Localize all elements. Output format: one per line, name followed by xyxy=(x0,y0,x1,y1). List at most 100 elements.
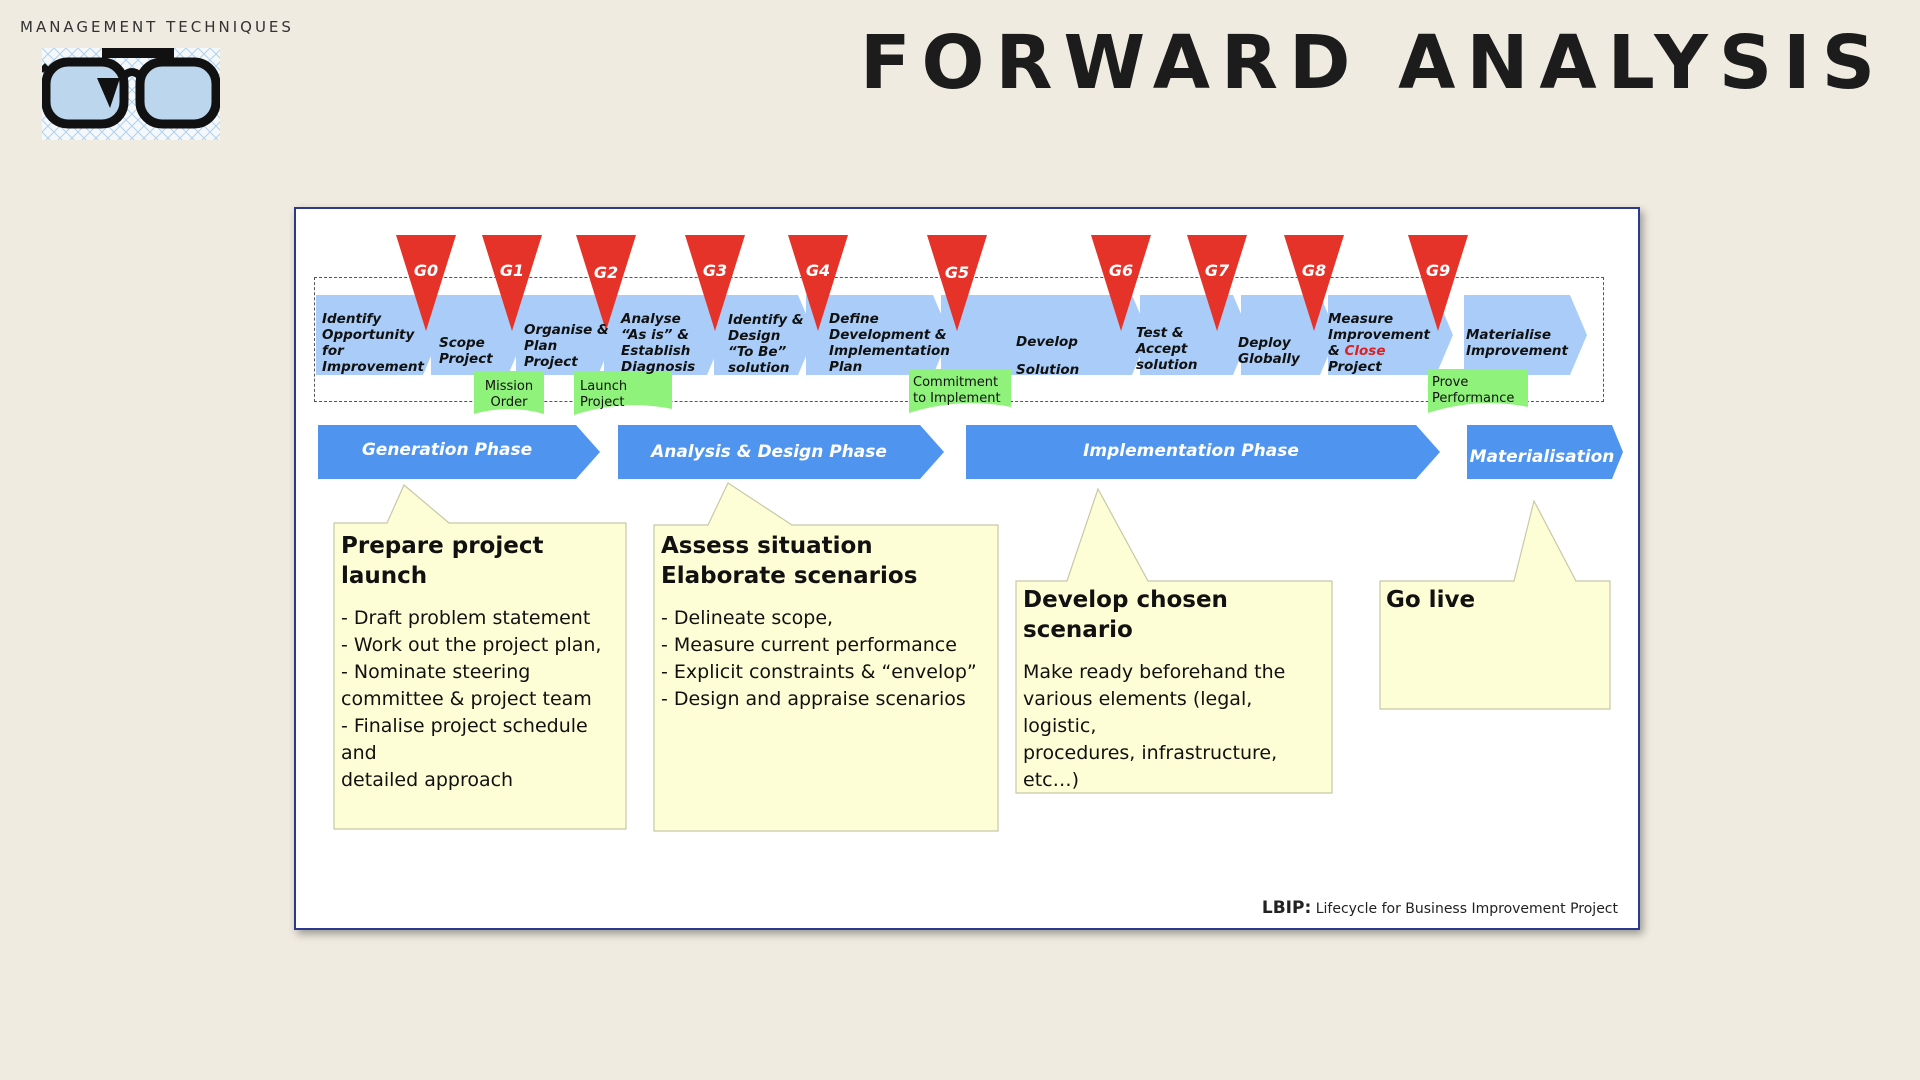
phase-arrow-0 xyxy=(318,425,600,479)
gate-label-4: G4 xyxy=(805,261,831,280)
gate-label-2: G2 xyxy=(593,263,619,282)
note-prepare-launch: Prepare project launch - Draft problem s… xyxy=(341,531,623,794)
note-1-body: - Delineate scope,- Measure current perf… xyxy=(661,605,996,713)
step-label-5-line-0: Define xyxy=(829,311,879,327)
step-9-line-3: Project xyxy=(1328,359,1382,375)
phase-arrow-3 xyxy=(1467,425,1623,479)
step-label-7-line-1: Accept xyxy=(1136,341,1188,357)
phase-label-2: Implementation Phase xyxy=(1083,441,1299,461)
note-1-title-line-1: Elaborate scenarios xyxy=(661,563,918,589)
gate-label-3: G3 xyxy=(702,261,728,280)
step-9-line-0: Measure xyxy=(1328,311,1394,327)
step-9-line-2: & Close xyxy=(1328,343,1430,359)
milestone-label-0-line-0: Mission xyxy=(484,379,534,394)
milestone-label-3-line-0: Prove xyxy=(1432,375,1469,390)
note-1-body-line-2: - Explicit constraints & “envelop” xyxy=(661,661,977,683)
phase-label-3: Materialisation xyxy=(1469,447,1615,467)
step-label-6: Develop Solution xyxy=(1016,335,1079,377)
milestone-label-2-line-1: to Implement xyxy=(913,391,1001,406)
step-label-4-line-0: Identify & xyxy=(728,312,804,328)
milestone-label-1-line-1: Project xyxy=(580,395,625,410)
step-9-line-1: Improvement xyxy=(1328,327,1430,343)
note-2-body-line-0: Make ready beforehand the xyxy=(1023,661,1286,683)
step-label-0-line-3: Improvement xyxy=(322,359,424,375)
callout-note-0 xyxy=(333,484,627,830)
step-chevron-5 xyxy=(806,295,950,375)
step-label-4-line-2: “To Be” xyxy=(728,344,787,360)
note-0-body-line-5: detailed approach xyxy=(341,769,514,791)
gate-label-7: G7 xyxy=(1204,261,1230,280)
step-label-1-line-1: Project xyxy=(439,351,493,367)
step-label-0-line-0: Identify xyxy=(322,311,382,327)
step-label-7-line-2: solution xyxy=(1136,357,1198,373)
phase-arrow-2 xyxy=(966,425,1440,479)
note-0-body-line-1: - Work out the project plan, xyxy=(341,634,602,656)
step-chevron-10 xyxy=(1464,295,1587,375)
step-label-0-line-2: for xyxy=(322,343,344,359)
step-label-10-line-0: Materialise xyxy=(1466,327,1551,343)
step-chevron-0 xyxy=(316,295,440,375)
step-label-3-line-2: Establish xyxy=(621,343,691,359)
step-label-6-line-2: Solution xyxy=(1016,362,1080,378)
gate-marker-4 xyxy=(788,235,848,331)
step-chevron-2 xyxy=(516,295,615,375)
milestone-flag-3 xyxy=(1428,369,1528,413)
phase-label-1: Analysis & Design Phase xyxy=(651,442,887,462)
milestone-label-1-line-0: Launch xyxy=(580,379,628,394)
gate-label-0: G0 xyxy=(413,261,439,280)
page-title: FORWARD ANALYSIS xyxy=(860,20,1886,106)
step-label-2-line-0: Organise & xyxy=(524,322,609,338)
note-0-body: - Draft problem statement- Work out the … xyxy=(341,605,623,794)
gate-marker-2 xyxy=(576,235,636,331)
gate-marker-6 xyxy=(1091,235,1151,331)
step-label-10-line-1: Improvement xyxy=(1466,343,1568,359)
note-0-body-line-4: - Finalise project schedule and xyxy=(341,715,588,764)
step-label-4-line-1: Design xyxy=(728,328,781,344)
step-label-8-line-1: Globally xyxy=(1238,351,1300,367)
callout-note-1 xyxy=(653,482,999,832)
step-9-amp: & xyxy=(1328,343,1345,359)
brand-label: MANAGEMENT TECHNIQUES xyxy=(20,18,294,36)
note-1-body-line-3: - Design and appraise scenarios xyxy=(661,688,966,710)
gate-label-5: G5 xyxy=(944,263,970,282)
step-label-7-line-0: Test & xyxy=(1136,325,1184,341)
note-1-title-line-0: Assess situation xyxy=(661,533,873,559)
step-label-5-line-1: Development & xyxy=(829,327,947,343)
gate-marker-1 xyxy=(482,235,542,331)
gate-marker-9 xyxy=(1408,235,1468,331)
step-label-6-line-1 xyxy=(1016,349,1079,363)
gate-marker-8 xyxy=(1284,235,1344,331)
step-9-close-highlight: Close xyxy=(1344,343,1386,359)
step-label-2-line-1: Plan xyxy=(524,338,558,354)
gate-label-1: G1 xyxy=(499,261,525,280)
lbip-footer: LBIP: Lifecycle for Business Improvement… xyxy=(1262,898,1618,918)
note-3-title: Go live xyxy=(1386,587,1476,613)
step-label-4-line-3: solution xyxy=(728,360,790,376)
gate-marker-0 xyxy=(396,235,456,331)
phase-label-0: Generation Phase xyxy=(361,440,533,460)
step-label-0-line-1: Opportunity xyxy=(322,327,415,343)
milestone-flag-0 xyxy=(474,371,544,414)
callout-note-2 xyxy=(1015,487,1333,794)
footer-colon: : xyxy=(1304,898,1312,918)
milestone-flag-1 xyxy=(574,371,672,415)
footer-abbr: LBIP xyxy=(1261,898,1305,918)
note-1-body-line-0: - Delineate scope, xyxy=(661,607,834,629)
step-chevron-1 xyxy=(431,295,525,375)
note-2-body-line-2: procedures, infrastructure, etc…) xyxy=(1023,742,1278,791)
